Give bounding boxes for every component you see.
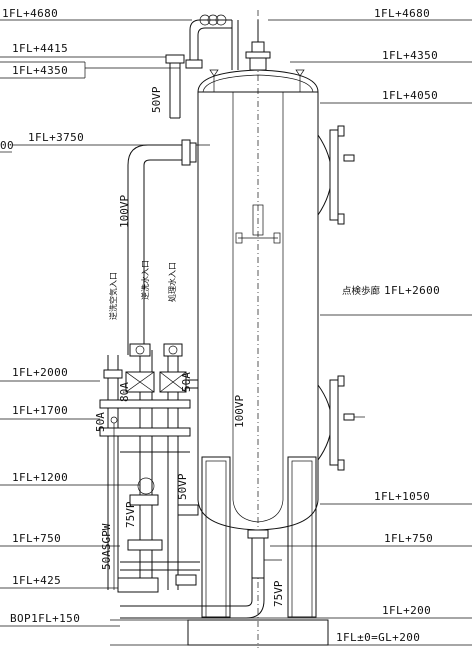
air-inlet-label: 逆洗空気入口: [108, 272, 118, 320]
level-425: 1FL+425: [12, 574, 61, 587]
inspection-walkway-label: 点検歩廊: [342, 285, 381, 297]
valve-cluster: [99, 343, 200, 593]
level-1200: 1FL+1200: [12, 471, 68, 484]
level-3750: 1FL+3750: [28, 131, 84, 144]
level-2600: 1FL+2600: [384, 284, 440, 297]
pipe-80a: 80A: [118, 382, 131, 402]
filter-tank: [197, 10, 319, 648]
bottom-drain-nozzle: [120, 529, 282, 619]
pipe-100vp-left: 100VP: [118, 195, 131, 228]
pipe-50vp-top: 50VP: [150, 86, 163, 113]
level-bop: BOP1FL+150: [10, 612, 80, 625]
level-leader-lines: [0, 19, 472, 646]
level-4680-right: 1FL+4680: [374, 7, 430, 20]
pipe-50a-left: 50A: [94, 412, 107, 432]
foundation: [110, 619, 329, 646]
level-4680-left: 1FL+4680: [2, 7, 58, 20]
manhole-upper: [317, 125, 355, 225]
pipe-50asgpw: 50ASGPW: [100, 523, 113, 570]
level-4350-right: 1FL+4350: [382, 49, 438, 62]
pipe-100vp-tank: 100VP: [233, 395, 246, 428]
level-750-right: 1FL+750: [384, 532, 433, 545]
level-4050: 1FL+4050: [382, 89, 438, 102]
level-4415: 1FL+4415: [12, 42, 68, 55]
annotations: 点検歩廊 逆洗空気入口 逆洗水入口 処理水入口: [108, 260, 381, 320]
treated-water-inlet-label: 処理水入口: [167, 262, 177, 302]
pipe-75vp-left: 75VP: [124, 501, 137, 528]
level-2000: 1FL+2000: [12, 366, 68, 379]
backwash-inlet-label: 逆洗水入口: [140, 260, 150, 300]
riser-100vp: [127, 139, 197, 355]
level-200: 1FL+200: [382, 604, 431, 617]
top-vent-loop: [165, 14, 239, 119]
level-gl: 1FL±0=GL+200: [336, 631, 420, 644]
level-3750-partial: 00: [0, 139, 14, 152]
level-750-left: 1FL+750: [12, 532, 61, 545]
level-1050: 1FL+1050: [374, 490, 430, 503]
pipe-50vp-low: 50VP: [176, 473, 189, 500]
pipe-75vp-bottom: 75VP: [272, 580, 285, 607]
manhole-lower: [317, 375, 365, 471]
level-4350-left: 1FL+4350: [12, 64, 68, 77]
support-legs: [201, 456, 317, 618]
pipe-50a-mid: 50A: [180, 372, 193, 392]
level-1700: 1FL+1700: [12, 404, 68, 417]
pipe-labels: 50VP 100VP 80A 50A 50A 100VP 50VP 75VP 5…: [94, 86, 285, 607]
level-labels: 1FL+4680 1FL+4680 1FL+4415 1FL+4350 1FL+…: [0, 7, 440, 644]
